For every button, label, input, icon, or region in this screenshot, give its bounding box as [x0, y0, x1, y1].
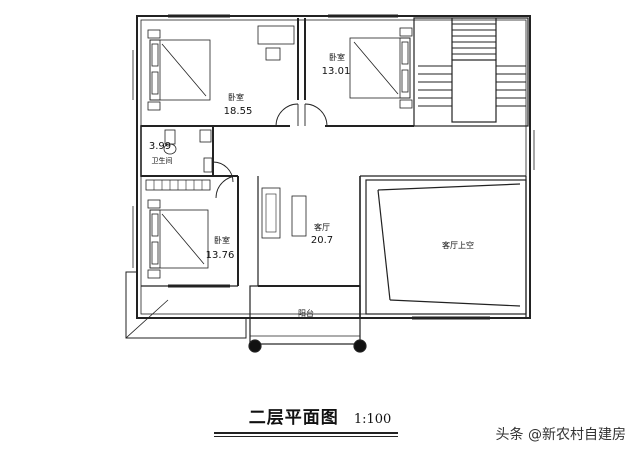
- balcony-outline: [249, 285, 361, 345]
- floor-plan: 卧室 18.55 卧室 13.01 3.99 卫生间 卧室 13.76 客厅 2…: [125, 14, 535, 353]
- room-area-bathroom: 3.99: [149, 141, 171, 152]
- watermark: 头条 @新农村自建房: [495, 427, 626, 443]
- drawing-title: 二层平面图 1:100: [0, 403, 640, 428]
- canopy: [125, 271, 247, 339]
- room-area-bedroom-b: 13.01: [322, 66, 351, 77]
- room-area-bedroom-c: 13.76: [206, 250, 235, 261]
- bed-top-left: [147, 29, 211, 111]
- tv-cabinet: [291, 195, 307, 237]
- stairwell: [413, 17, 529, 127]
- room-name-bathroom: 卫生间: [152, 156, 173, 165]
- room-name-bedroom-a: 卧室: [228, 92, 244, 102]
- bed-bottom-left: [147, 199, 209, 279]
- windows: [132, 14, 535, 320]
- room-name-living: 客厅: [314, 222, 330, 232]
- room-area-living: 20.7: [311, 235, 333, 246]
- column-left: [248, 339, 262, 353]
- sofa: [261, 187, 281, 239]
- sink: [199, 129, 212, 143]
- bed-top-right: [349, 27, 413, 109]
- title-underline-thin: [214, 436, 398, 437]
- drawing-title-main: 二层平面图: [248, 408, 339, 428]
- room-name-balcony: 阳台: [298, 308, 314, 318]
- column-right: [353, 339, 367, 353]
- room-name-bedroom-b: 卧室: [329, 52, 345, 62]
- room-name-bedroom-c: 卧室: [214, 235, 230, 245]
- stair-treads: [418, 23, 526, 107]
- room-name-void: 客厅上空: [442, 240, 474, 250]
- drawing-scale: 1:100: [353, 412, 392, 427]
- room-area-bedroom-a: 18.55: [224, 106, 253, 117]
- desk: [257, 25, 295, 45]
- title-underline: [214, 432, 398, 434]
- stair-landing: [451, 59, 497, 123]
